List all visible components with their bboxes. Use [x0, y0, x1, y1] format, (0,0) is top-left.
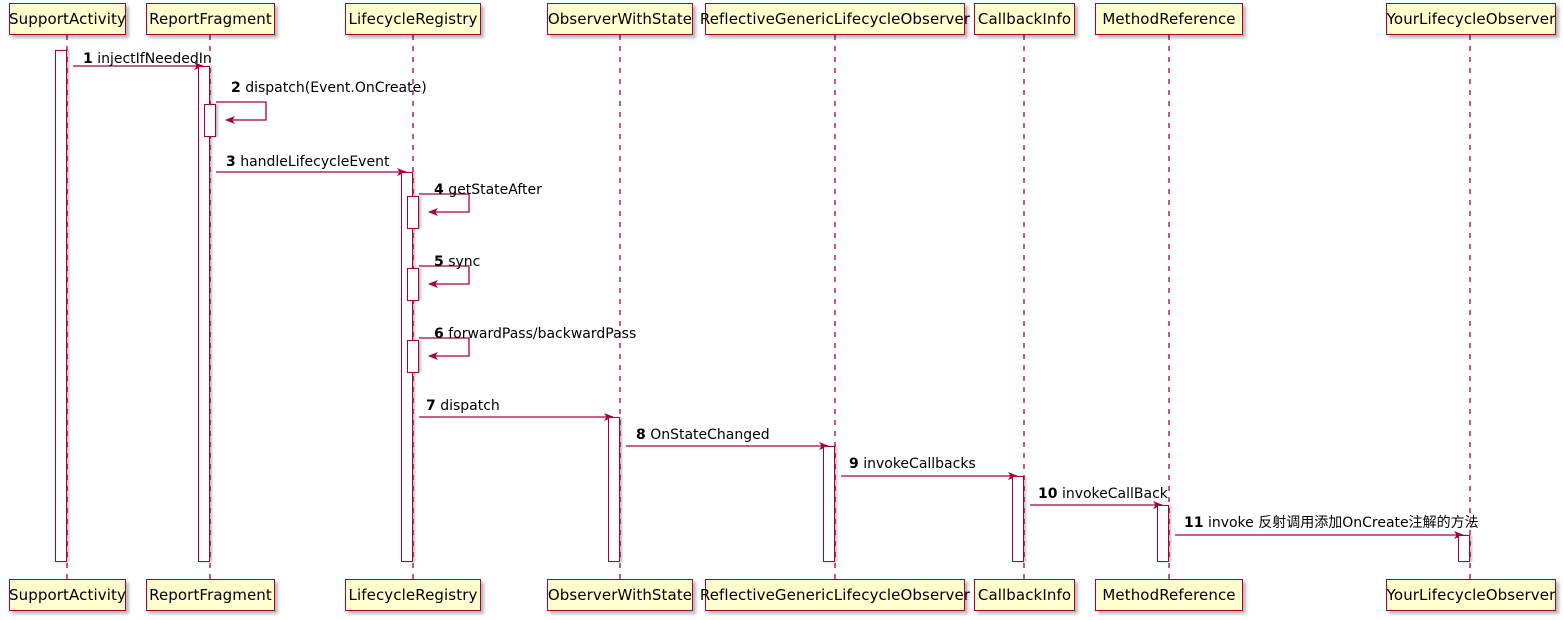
act-observer-with-state: [608, 417, 620, 562]
act-callback-info: [1012, 476, 1024, 562]
message-text: forwardPass/backwardPass: [448, 326, 637, 342]
message-seq-number: 6: [434, 326, 444, 342]
act-your-observer: [1458, 535, 1470, 562]
participant-label: CallbackInfo: [977, 9, 1072, 28]
act-report-fragment: [198, 66, 210, 562]
message-seq-number: 10: [1038, 486, 1058, 502]
message-text: injectIfNeededIn: [97, 51, 212, 67]
message-arrow-2: [216, 101, 267, 124]
message-text: OnStateChanged: [650, 427, 770, 443]
participant-footer-report-fragment[interactable]: ReportFragment: [146, 579, 275, 611]
participant-label: LifecycleRegistry: [348, 585, 478, 604]
act-lr-self-3: [407, 340, 419, 373]
participant-label: ReflectiveGenericLifecycleObserver: [699, 585, 971, 604]
participant-label: ReportFragment: [149, 585, 272, 604]
message-label-2: 2 dispatch(Event.OnCreate): [231, 81, 427, 95]
message-text: invoke 反射调用添加OnCreate注解的方法: [1207, 515, 1479, 531]
message-label-7: 7 dispatch: [426, 399, 500, 413]
participant-footer-support-activity[interactable]: SupportActivity: [9, 579, 126, 611]
message-label-6: 6 forwardPass/backwardPass: [434, 327, 636, 341]
participant-footer-callback-info[interactable]: CallbackInfo: [974, 579, 1075, 611]
message-text: handleLifecycleEvent: [240, 154, 390, 170]
participant-header-your-lifecycle-observer[interactable]: YourLifecycleObserver: [1386, 3, 1556, 35]
participant-header-reflective-generic-lifecycle-observer[interactable]: ReflectiveGenericLifecycleObserver: [700, 3, 970, 35]
participant-label: MethodReference: [1102, 585, 1236, 604]
message-seq-number: 7: [426, 398, 436, 414]
participant-footer-lifecycle-registry[interactable]: LifecycleRegistry: [345, 579, 481, 611]
message-text: dispatch(Event.OnCreate): [245, 80, 427, 96]
participant-label: ObserverWithState: [547, 585, 693, 604]
participant-label: YourLifecycleObserver: [1386, 585, 1556, 604]
participant-footer-observer-with-state[interactable]: ObserverWithState: [547, 579, 693, 611]
participant-footer-your-lifecycle-observer[interactable]: YourLifecycleObserver: [1386, 579, 1556, 611]
message-seq-number: 4: [434, 182, 444, 198]
participant-label: CallbackInfo: [977, 585, 1072, 604]
message-seq-number: 11: [1184, 515, 1204, 531]
message-seq-number: 9: [849, 456, 859, 472]
participant-header-method-reference[interactable]: MethodReference: [1095, 3, 1243, 35]
message-label-9: 9 invokeCallbacks: [849, 457, 976, 471]
message-label-11: 11 invoke 反射调用添加OnCreate注解的方法: [1184, 516, 1479, 530]
message-label-10: 10 invokeCallBack: [1038, 487, 1168, 501]
message-text: sync: [448, 254, 481, 270]
participant-label: YourLifecycleObserver: [1386, 9, 1556, 28]
message-label-5: 5 sync: [434, 255, 480, 269]
participant-header-callback-info[interactable]: CallbackInfo: [974, 3, 1075, 35]
participant-header-report-fragment[interactable]: ReportFragment: [146, 3, 275, 35]
message-arrows-group: [73, 62, 1464, 539]
act-report-fragment-self: [204, 104, 216, 137]
act-method-reference: [1157, 505, 1169, 562]
participant-label: ReportFragment: [149, 9, 272, 28]
message-text: getStateAfter: [448, 182, 542, 198]
message-text: dispatch: [440, 398, 500, 414]
act-support-activity: [55, 50, 67, 562]
act-lr-self-2: [407, 268, 419, 301]
participant-label: SupportActivity: [9, 585, 126, 604]
message-label-3: 3 handleLifecycleEvent: [226, 155, 389, 169]
act-reflective: [823, 446, 835, 562]
participant-footer-method-reference[interactable]: MethodReference: [1095, 579, 1243, 611]
participant-label: MethodReference: [1102, 9, 1236, 28]
message-arrow-5: [419, 265, 470, 288]
message-label-1: 1 injectIfNeededIn: [83, 52, 212, 66]
message-seq-number: 5: [434, 254, 444, 270]
participant-label: ReflectiveGenericLifecycleObserver: [699, 9, 971, 28]
participant-label: SupportActivity: [9, 9, 126, 28]
act-lr-self-1: [407, 196, 419, 229]
participant-header-lifecycle-registry[interactable]: LifecycleRegistry: [345, 3, 481, 35]
message-label-8: 8 OnStateChanged: [636, 428, 770, 442]
message-seq-number: 2: [231, 80, 241, 96]
participant-header-support-activity[interactable]: SupportActivity: [9, 3, 126, 35]
message-arrow-4: [419, 193, 470, 216]
participant-label: ObserverWithState: [547, 9, 693, 28]
message-text: invokeCallbacks: [863, 456, 976, 472]
lifelines-group: [66, 35, 1471, 579]
message-seq-number: 1: [83, 51, 93, 67]
participant-footer-reflective-generic-lifecycle-observer[interactable]: ReflectiveGenericLifecycleObserver: [700, 579, 970, 611]
participant-header-observer-with-state[interactable]: ObserverWithState: [547, 3, 693, 35]
message-seq-number: 8: [636, 427, 646, 443]
message-text: invokeCallBack: [1061, 486, 1168, 502]
message-seq-number: 3: [226, 154, 236, 170]
message-arrow-6: [419, 337, 470, 360]
message-label-4: 4 getStateAfter: [434, 183, 542, 197]
participant-label: LifecycleRegistry: [348, 9, 478, 28]
